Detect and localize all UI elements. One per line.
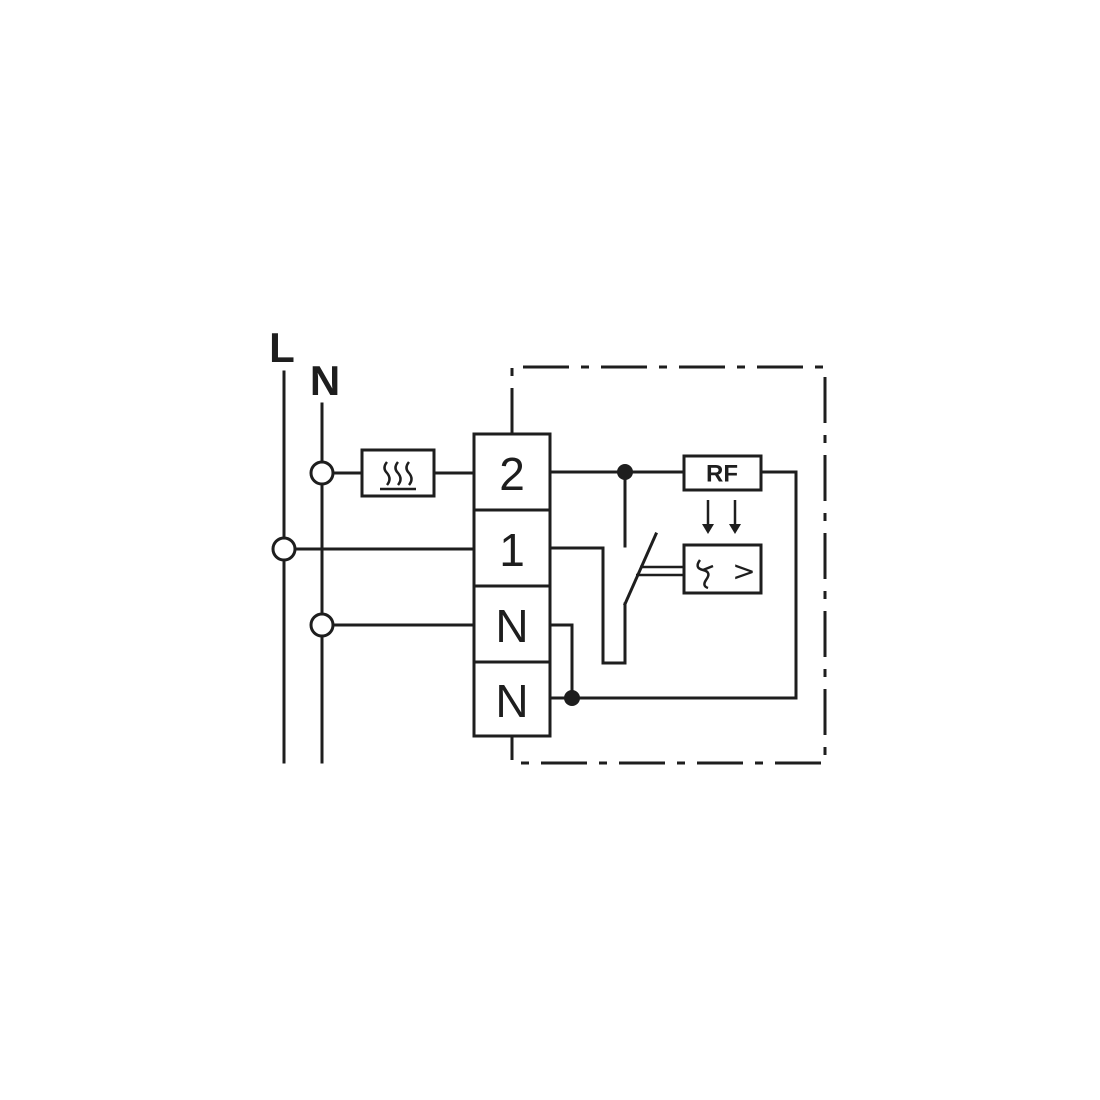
node-n-heater	[309, 460, 335, 486]
sensor-box	[682, 543, 763, 595]
terminal-n-lower	[472, 660, 552, 738]
device-enclosure	[510, 365, 827, 765]
terminal-2-label: 2	[499, 448, 525, 500]
neutral-bridge-wire	[548, 623, 574, 700]
down-arrow-icon	[702, 500, 741, 534]
terminal-n-lower-label: N	[495, 675, 528, 727]
terminal-block: 2 1 N N	[472, 432, 552, 738]
line-label-n: N	[310, 357, 340, 404]
rf-return-wire	[570, 470, 798, 700]
rf-label: RF	[706, 461, 738, 488]
terminal-1-label: 1	[499, 524, 525, 576]
switch-blade	[623, 532, 658, 606]
thermometer-symbol-icon	[696, 559, 714, 590]
terminal-n-upper-label: N	[495, 600, 528, 652]
terminal-1-to-switch-wire	[548, 546, 627, 665]
comparator-symbol: >	[732, 555, 755, 588]
line-label-l: L	[269, 324, 295, 371]
heater-icon	[380, 461, 416, 491]
node-n-terminal-n	[309, 612, 335, 638]
node-l-terminal-1	[271, 536, 297, 562]
terminal-n-upper	[472, 584, 552, 664]
terminal-2	[472, 432, 552, 512]
junction-dot-lower	[564, 690, 580, 706]
